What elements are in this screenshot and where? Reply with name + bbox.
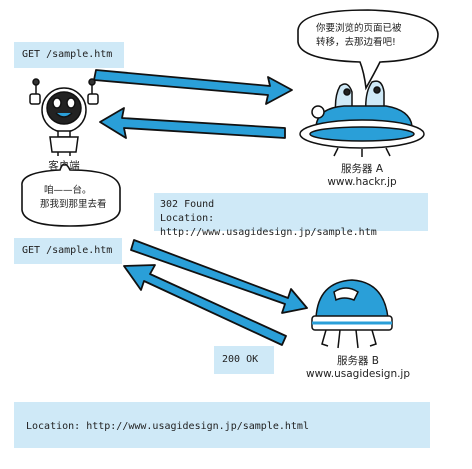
request-1-text: GET /sample.htm <box>22 49 113 60</box>
response-box-2: 200 OK <box>214 346 274 374</box>
client-speech-bubble <box>21 163 121 227</box>
client-robot-icon <box>29 78 99 156</box>
response-box-1: 302 Found Location: http://www.usagidesi… <box>154 193 428 238</box>
arrow-request-1 <box>93 69 293 105</box>
arrow-response-1 <box>99 107 286 139</box>
response-1-location: Location: http://www.usagidesign.jp/samp… <box>160 213 377 238</box>
server-a-spaceship-icon <box>299 80 425 157</box>
server-b-dome-icon <box>311 279 393 349</box>
server-b-host: www.usagidesign.jp <box>305 368 411 380</box>
arrow-response-2 <box>123 264 287 346</box>
server-a-bubble-text: 你要浏览的页面已被 转移，去那边看吧! <box>316 22 402 50</box>
request-box-2: GET /sample.htm <box>14 238 122 264</box>
request-2-text: GET /sample.htm <box>22 245 113 256</box>
server-a-bubble-line-1: 你要浏览的页面已被 <box>316 23 402 34</box>
footer-location-text: Location: http://www.usagidesign.jp/samp… <box>26 421 309 432</box>
server-a-label: 服务器 A <box>340 163 384 175</box>
server-b-label: 服务器 B <box>336 355 380 367</box>
server-a-host: www.hackr.jp <box>327 176 397 188</box>
client-label: 客户端 <box>48 160 80 172</box>
response-2-text: 200 OK <box>222 354 259 365</box>
client-bubble-line-1: 咱——台。 <box>44 185 92 196</box>
footer-location-box: Location: http://www.usagidesign.jp/samp… <box>14 402 430 448</box>
server-a-speech-bubble <box>297 9 439 91</box>
response-1-status: 302 Found <box>160 199 215 210</box>
client-bubble-line-2: 那我到那里去看 <box>40 199 107 210</box>
server-a-bubble-line-2: 转移，去那边看吧! <box>316 37 396 48</box>
request-box-1: GET /sample.htm <box>14 42 124 68</box>
arrow-request-2 <box>130 239 308 314</box>
client-bubble-text: 咱——台。 那我到那里去看 <box>40 184 107 212</box>
